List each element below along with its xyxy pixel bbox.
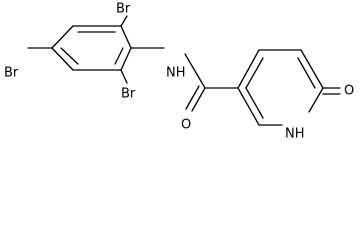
- atom-label-ketone-o: O: [344, 84, 354, 99]
- chemical-structure-diagram: Br Br Br NH O NH O: [4, 2, 354, 142]
- bond-p1-p2: [237, 49, 260, 89]
- bond-p3-p4: [300, 49, 324, 89]
- bond-n-carbonyl: [184, 53, 206, 89]
- atom-label-carbonyl-o: O: [181, 118, 191, 133]
- carbonyl-double-bond-a: [191, 87, 206, 112]
- double-bond-inner-upper-right: [297, 57, 316, 89]
- bond-p6-p1: [237, 87, 260, 126]
- bond-c4-c5: [51, 47, 74, 71]
- double-bond-inner-left: [60, 47, 79, 65]
- bond-c2-c3: [120, 47, 132, 71]
- bond-p4-n: [308, 87, 324, 113]
- atom-label-br-top: Br: [116, 2, 131, 17]
- double-bond-inner-upper-left: [245, 57, 264, 89]
- atom-label-amide-nh: NH: [166, 66, 186, 81]
- tribromophenyl-ring: [51, 25, 132, 71]
- bond-to-br-top: [120, 15, 128, 27]
- bond-to-br-bottom: [120, 69, 128, 84]
- atom-label-br-bottom: Br: [121, 87, 136, 102]
- carbonyl-double-bond-b: [185, 85, 200, 110]
- bond-c5-c6: [51, 25, 74, 49]
- atom-label-br-left: Br: [4, 66, 19, 81]
- pyridinone-ring: [237, 49, 324, 126]
- bond-c1-c2: [120, 25, 132, 49]
- double-bond-inner-lower-left: [245, 87, 264, 119]
- double-bond-inner-right: [114, 47, 124, 65]
- atom-label-ring-nh: NH: [285, 127, 305, 142]
